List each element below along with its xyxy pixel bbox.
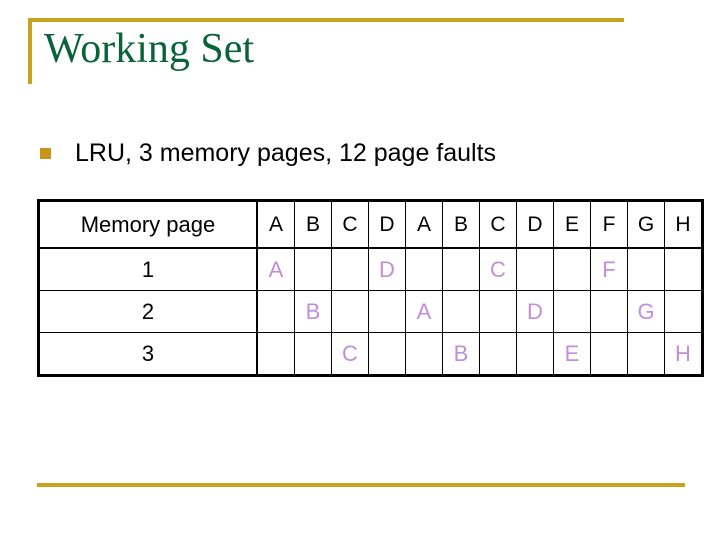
- page-cell: [627, 247, 665, 291]
- table-header-row: Memory page A B C D A B C D E F G H: [38, 200, 703, 249]
- page-cell: [405, 332, 443, 376]
- page-cell: [405, 247, 443, 291]
- page-cell: [553, 290, 591, 333]
- accent-rule-left: [28, 18, 32, 84]
- page-cell: [442, 290, 480, 333]
- page-cell: E: [553, 332, 591, 376]
- page-cell: [479, 290, 517, 333]
- table-header-cell: D: [368, 200, 406, 249]
- page-cell: [368, 290, 406, 333]
- page-cell: B: [294, 290, 332, 333]
- page-cell: [590, 290, 628, 333]
- table-header-cell: B: [294, 200, 332, 249]
- page-title: Working Set: [44, 26, 255, 72]
- row-label: 3: [38, 332, 258, 376]
- page-cell: [368, 332, 406, 376]
- page-cell: [294, 332, 332, 376]
- table-header-cell: E: [553, 200, 591, 249]
- page-cell: F: [590, 247, 628, 291]
- page-cell: B: [442, 332, 480, 376]
- table-header-cell: F: [590, 200, 628, 249]
- bullet-item: LRU, 3 memory pages, 12 page faults: [40, 138, 496, 168]
- page-cell: [256, 332, 295, 376]
- table-row: 1 A D C F: [38, 247, 703, 291]
- table-row: 2 B A D G: [38, 290, 703, 333]
- page-cell: C: [479, 247, 517, 291]
- page-cell: G: [627, 290, 665, 333]
- page-cell: [294, 247, 332, 291]
- page-cell: C: [331, 332, 369, 376]
- bullet-item-label: LRU, 3 memory pages, 12 page faults: [75, 139, 497, 167]
- page-cell: [664, 290, 703, 333]
- table-row: 3 C B E H: [38, 332, 703, 376]
- page-cell: [516, 247, 554, 291]
- page-cell: [516, 332, 554, 376]
- table-header-cell: H: [664, 200, 703, 249]
- row-label: 2: [38, 290, 258, 333]
- table-header-cell: C: [331, 200, 369, 249]
- page-cell: A: [405, 290, 443, 333]
- table-body: Memory page A B C D A B C D E F G H 1 A …: [38, 200, 703, 376]
- page-cell: [331, 290, 369, 333]
- page-cell: D: [368, 247, 406, 291]
- table-header-cell: A: [405, 200, 443, 249]
- table-header-cell: G: [627, 200, 665, 249]
- page-cell: A: [256, 247, 295, 291]
- memory-page-table: Memory page A B C D A B C D E F G H 1 A …: [37, 199, 704, 377]
- page-cell: [442, 247, 480, 291]
- accent-rule-top: [28, 18, 624, 22]
- row-label: 1: [38, 247, 258, 291]
- page-cell: D: [516, 290, 554, 333]
- page-cell: [627, 332, 665, 376]
- table-header-cell: A: [256, 200, 295, 249]
- page-cell: H: [664, 332, 703, 376]
- table-header-cell: C: [479, 200, 517, 249]
- page-cell: [256, 290, 295, 333]
- table-header-cell: B: [442, 200, 480, 249]
- page-cell: [331, 247, 369, 291]
- table-header-cell: D: [516, 200, 554, 249]
- table-header-label: Memory page: [38, 200, 258, 249]
- square-bullet-icon: [40, 147, 51, 159]
- accent-rule-bottom: [37, 483, 685, 487]
- page-cell: [553, 247, 591, 291]
- page-cell: [664, 247, 703, 291]
- page-cell: [590, 332, 628, 376]
- page-cell: [479, 332, 517, 376]
